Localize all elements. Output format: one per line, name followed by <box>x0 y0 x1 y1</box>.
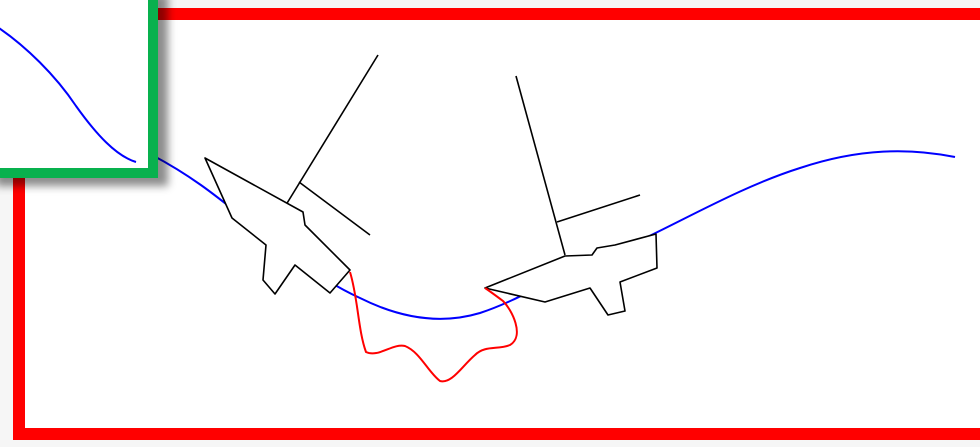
right-sailboat <box>485 76 657 315</box>
inset-waterline-curve <box>0 26 136 162</box>
right-mast <box>516 76 565 255</box>
right-boom <box>557 195 640 222</box>
right-hull <box>485 234 657 315</box>
left-hull <box>205 158 350 294</box>
inset-view-frame <box>0 0 158 178</box>
inset-drawing <box>0 0 148 168</box>
left-boom <box>299 182 370 235</box>
left-mast <box>281 55 378 213</box>
left-sailboat <box>205 55 378 294</box>
